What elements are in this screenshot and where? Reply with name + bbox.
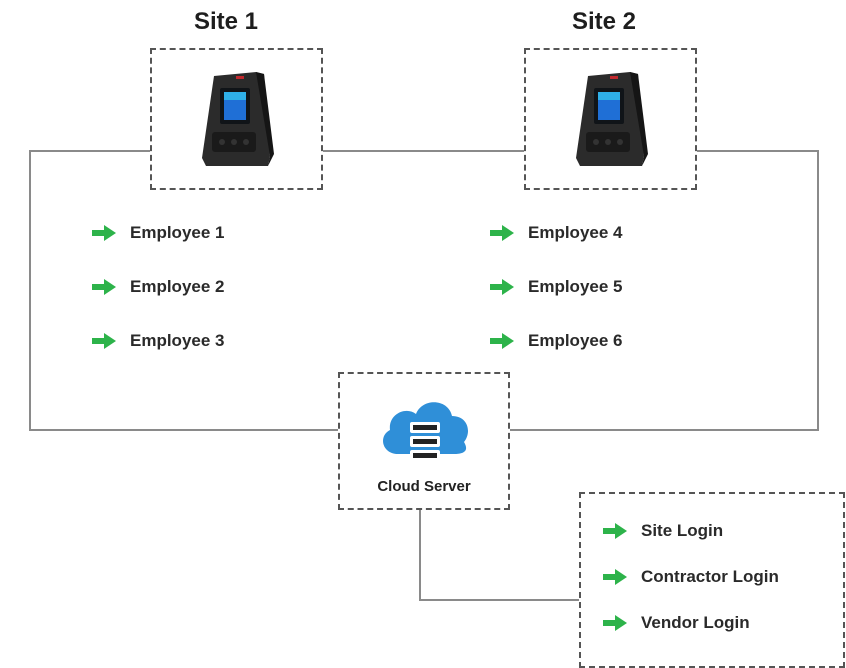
- contractor-login-label: Contractor Login: [641, 567, 779, 586]
- list-item: Site Login: [603, 508, 779, 554]
- site-1-device-box: [150, 48, 323, 190]
- arrow-right-icon: [490, 333, 514, 349]
- arrow-right-icon: [603, 569, 627, 585]
- arrow-right-icon: [92, 333, 116, 349]
- list-item: Contractor Login: [603, 554, 779, 600]
- biometric-terminal-icon: [576, 72, 648, 166]
- server-to-login-line: [419, 510, 580, 601]
- employee-label: Employee 5: [528, 277, 623, 296]
- cloud-server-icon: [383, 402, 468, 461]
- site-1-employee-list: Employee 1 Employee 2 Employee 3: [92, 206, 225, 368]
- arrow-right-icon: [92, 279, 116, 295]
- cloud-server-label: Cloud Server: [377, 478, 471, 495]
- site-1-title: Site 1: [193, 8, 259, 35]
- site-2-employee-list: Employee 4 Employee 5 Employee 6: [490, 206, 623, 368]
- employee-label: Employee 3: [130, 331, 225, 350]
- list-item: Vendor Login: [603, 600, 779, 646]
- arrow-right-icon: [603, 615, 627, 631]
- employee-label: Employee 1: [130, 223, 225, 242]
- list-item: Employee 2: [92, 260, 225, 314]
- list-item: Employee 3: [92, 314, 225, 368]
- arrow-right-icon: [603, 523, 627, 539]
- list-item: Employee 6: [490, 314, 623, 368]
- employee-label: Employee 6: [528, 331, 623, 350]
- employee-label: Employee 2: [130, 277, 225, 296]
- right-connection-line: [508, 150, 819, 431]
- left-connection-line: [29, 150, 338, 431]
- list-item: Employee 5: [490, 260, 623, 314]
- arrow-right-icon: [490, 225, 514, 241]
- list-item: Employee 4: [490, 206, 623, 260]
- cloud-server-box: Cloud Server: [338, 372, 510, 510]
- list-item: Employee 1: [92, 206, 225, 260]
- site-login-label: Site Login: [641, 521, 724, 540]
- login-list: Site Login Contractor Login Vendor Login: [603, 508, 779, 646]
- site-2-title: Site 2: [571, 8, 637, 35]
- employee-label: Employee 4: [528, 223, 623, 242]
- site-2-device-box: [524, 48, 697, 190]
- vendor-login-label: Vendor Login: [641, 613, 750, 632]
- arrow-right-icon: [92, 225, 116, 241]
- biometric-terminal-icon: [202, 72, 274, 166]
- login-options-box: Site Login Contractor Login Vendor Login: [579, 492, 845, 668]
- arrow-right-icon: [490, 279, 514, 295]
